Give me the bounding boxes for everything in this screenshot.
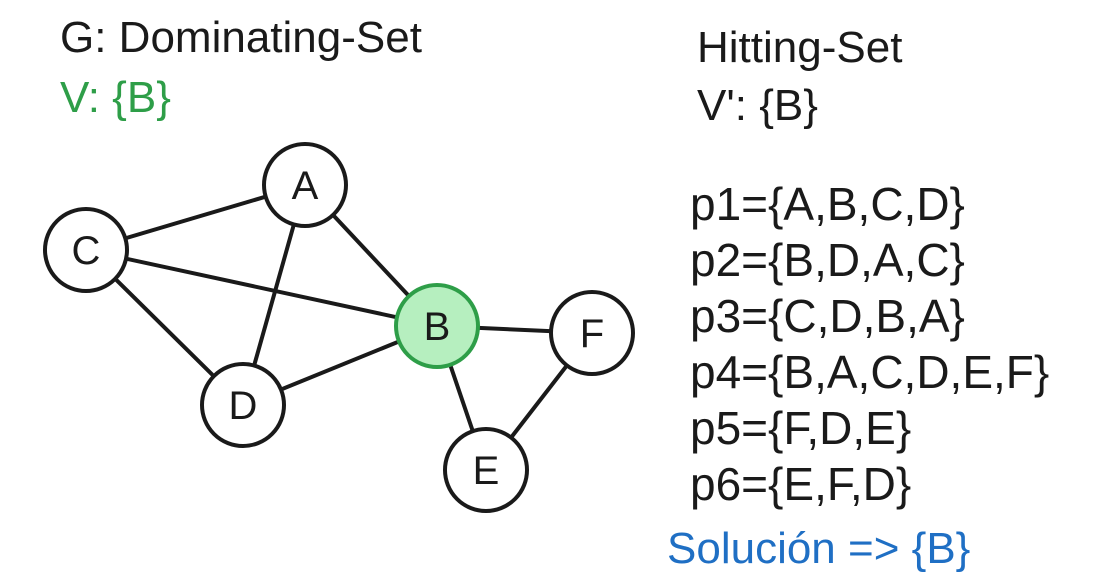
hitting-set-title: Hitting-Set xyxy=(697,23,903,72)
sets-list: p1={A,B,C,D} p2={B,D,A,C} p3={C,D,B,A} p… xyxy=(690,176,1049,512)
set-item: p2={B,D,A,C} xyxy=(690,234,965,286)
hitting-set-value: V': {B} xyxy=(697,81,818,130)
node-a: A xyxy=(262,142,348,228)
node-label: C xyxy=(72,229,101,273)
node-c: C xyxy=(43,207,129,293)
node-d: D xyxy=(200,362,286,448)
node-circle xyxy=(43,207,129,293)
dominating-set-value: V: {B} xyxy=(60,73,171,122)
node-label: D xyxy=(229,384,258,428)
node-label: B xyxy=(424,305,451,349)
graph-nodes: A B C D E F xyxy=(43,142,635,513)
set-item: p5={F,D,E} xyxy=(690,402,912,454)
node-circle xyxy=(394,283,480,369)
node-circle xyxy=(262,142,348,228)
node-e: E xyxy=(443,427,529,513)
node-circle xyxy=(200,362,286,448)
node-label: F xyxy=(580,312,604,356)
set-item: p3={C,D,B,A} xyxy=(690,290,965,342)
node-f: F xyxy=(549,290,635,376)
graph-edges xyxy=(84,183,594,472)
graph-title: G: Dominating-Set xyxy=(60,13,422,62)
node-label: A xyxy=(292,164,319,208)
node-circle xyxy=(443,427,529,513)
graph-diagram: A B C D E F xyxy=(43,142,635,513)
node-circle xyxy=(549,290,635,376)
set-item: p6={E,F,D} xyxy=(690,458,912,510)
set-item: p4={B,A,C,D,E,F} xyxy=(690,346,1050,398)
node-label: E xyxy=(473,449,500,493)
node-b: B xyxy=(394,283,480,369)
edge-c-b xyxy=(85,248,438,328)
solution-text: Solución => {B} xyxy=(667,524,971,573)
set-item: p1={A,B,C,D} xyxy=(690,178,965,230)
